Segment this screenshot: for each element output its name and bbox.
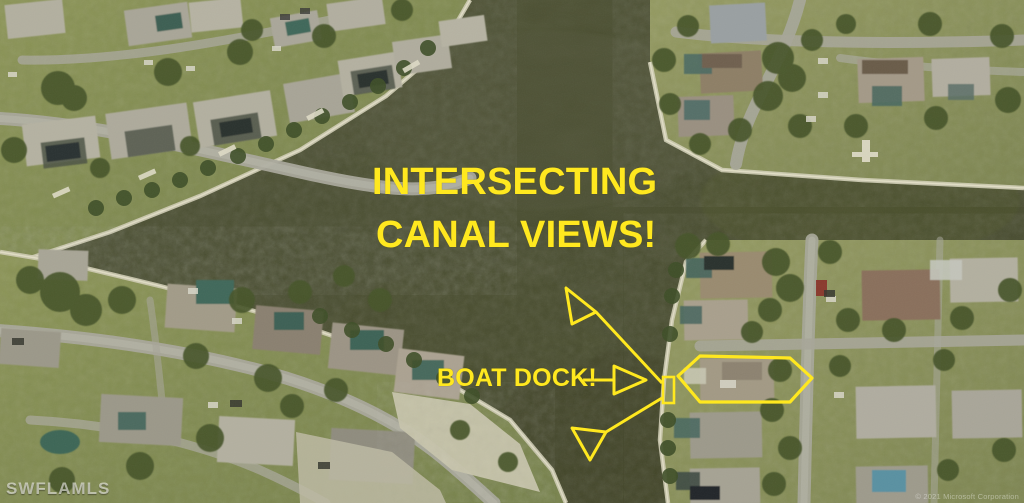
headline-line-2: CANAL VIEWS!: [376, 214, 657, 256]
buildings-upper-right: [652, 2, 1021, 162]
imagery-copyright: © 2021 Microsoft Corporation: [915, 492, 1019, 501]
boat-dock-label: BOAT DOCK!: [437, 364, 597, 392]
buildings-lower-left: [0, 249, 540, 503]
headline-line-1: INTERSECTING: [372, 161, 658, 203]
buildings-upper-left: [1, 0, 488, 216]
mls-watermark: SWFLAMLS: [6, 479, 111, 498]
